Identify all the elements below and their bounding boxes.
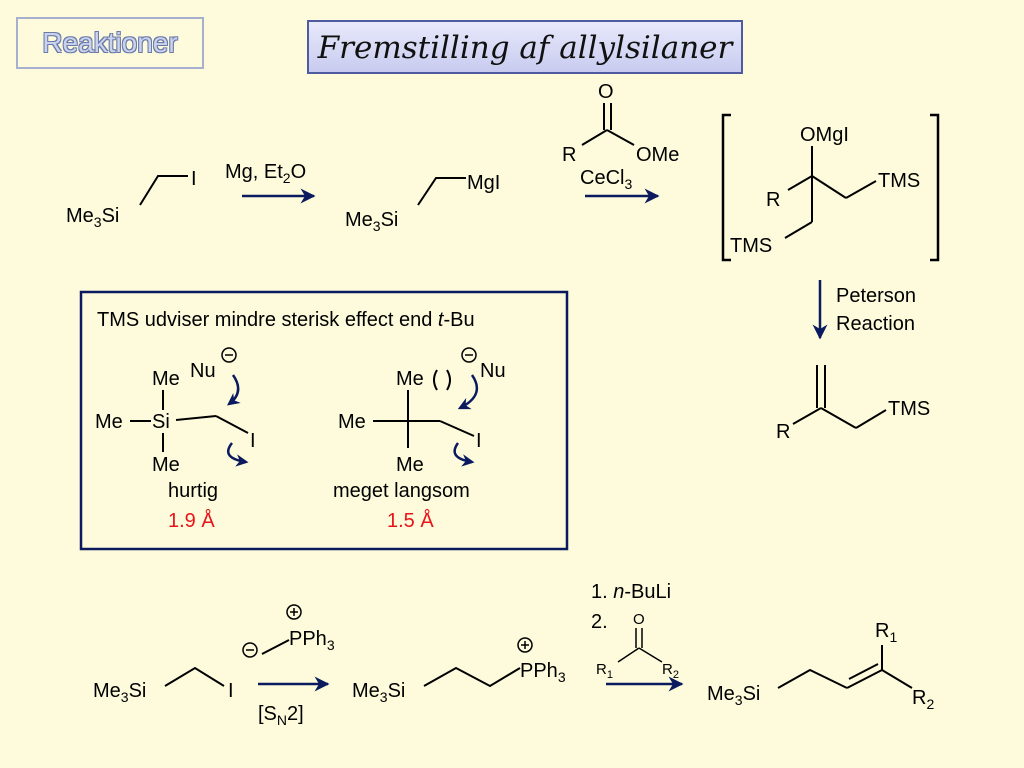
pph3-label-1: PPh3	[289, 628, 335, 653]
phosphonium-salt: Me3Si PPh3	[352, 637, 566, 705]
dist-fast-label: 1.9 Å	[168, 509, 215, 532]
nu-label-1: Nu	[190, 360, 216, 382]
reaktioner-button[interactable]: Reaktioner	[16, 17, 204, 69]
nu-label-2: Nu	[480, 360, 506, 382]
ketone-r2-label: R2	[662, 661, 679, 681]
step1-label: 1. n-BuLi	[591, 581, 671, 603]
product-r-label: R	[776, 421, 790, 443]
intermediate-tms-label-1: TMS	[878, 170, 920, 192]
sn2-arrow: [SN2]	[258, 676, 330, 728]
silylmethyl-grignard: Me3Si MgI	[345, 172, 500, 234]
me-left-label: Me	[95, 411, 123, 433]
me-left-label-2: Me	[338, 411, 366, 433]
ketone-r1-label: R1	[596, 661, 613, 681]
peterson-label-1: Peterson	[836, 285, 916, 307]
tbu-case: Me Me Me I Nu meget langsom 1.5 Å	[333, 347, 506, 532]
product-r1-label: R1	[875, 620, 897, 645]
page-title: Fremstilling af allylsilaner	[317, 30, 733, 66]
ester-o-label: O	[598, 81, 614, 103]
ylide-reagent: PPh3	[242, 604, 335, 658]
langsom-label: meget langsom	[333, 480, 470, 502]
wittig-conditions: 1. n-BuLi 2. O R1 R2	[591, 581, 684, 692]
iodomethylsilane: Me3Si I	[66, 168, 197, 230]
me-top-label-2: Me	[396, 368, 424, 390]
omgi-label: OMgI	[800, 124, 849, 146]
reaktioner-label: Reaktioner	[42, 27, 178, 58]
alkoxide-intermediate: OMgI R TMS TMS	[721, 113, 940, 262]
me3si-label-4: Me3Si	[352, 680, 405, 705]
product-tms-label: TMS	[888, 398, 930, 420]
peterson-label-2: Reaction	[836, 313, 915, 335]
me-bottom-label-2: Me	[396, 454, 424, 476]
sn2-label: [SN2]	[258, 703, 304, 728]
intermediate-tms-label-2: TMS	[730, 235, 772, 257]
me-top-label: Me	[152, 368, 180, 390]
product-r2-label: R2	[912, 687, 934, 712]
iodide-label-1: I	[191, 168, 197, 190]
iodomethylsilane-2: Me3Si I	[93, 666, 234, 705]
ester-ome-label: OMe	[636, 144, 679, 166]
allylsilane-product: R TMS	[776, 365, 930, 443]
tms-case: Me Me Si Me I Nu hurtig 1.9 Å	[95, 347, 256, 532]
step2-label: 2.	[591, 611, 608, 633]
me-bottom-label: Me	[152, 454, 180, 476]
allylsilane-product-2: Me3Si R1 R2	[707, 620, 934, 712]
box-caption: TMS udviser mindre sterisk effect end t-…	[97, 309, 475, 331]
mg-reagent-label: Mg, Et2O	[225, 161, 306, 186]
ester-r-label: R	[562, 144, 576, 166]
hurtig-label: hurtig	[168, 480, 218, 502]
si-label: Si	[152, 411, 170, 433]
pph3-label-2: PPh3	[520, 660, 566, 685]
tms-case-iodide: I	[250, 430, 256, 452]
me3si-label-1: Me3Si	[66, 205, 119, 230]
ketone-o-label: O	[633, 611, 645, 628]
me3si-label-5: Me3Si	[707, 683, 760, 708]
ester-reagent: O R OMe CeCl3	[562, 81, 679, 192]
dist-slow-label: 1.5 Å	[387, 509, 434, 532]
intermediate-r-label: R	[766, 189, 780, 211]
iodide-label-2: I	[228, 680, 234, 702]
cecl3-label: CeCl3	[580, 167, 632, 192]
me3si-label-2: Me3Si	[345, 209, 398, 234]
tbu-case-iodide: I	[476, 430, 482, 452]
steric-comparison-box: TMS udviser mindre sterisk effect end t-…	[79, 290, 569, 551]
mgi-label: MgI	[467, 172, 500, 194]
peterson-arrow: Peterson Reaction	[812, 280, 916, 340]
title-box: Fremstilling af allylsilaner	[307, 20, 743, 74]
me3si-label-3: Me3Si	[93, 680, 146, 705]
grignard-arrow: Mg, Et2O	[225, 161, 316, 204]
